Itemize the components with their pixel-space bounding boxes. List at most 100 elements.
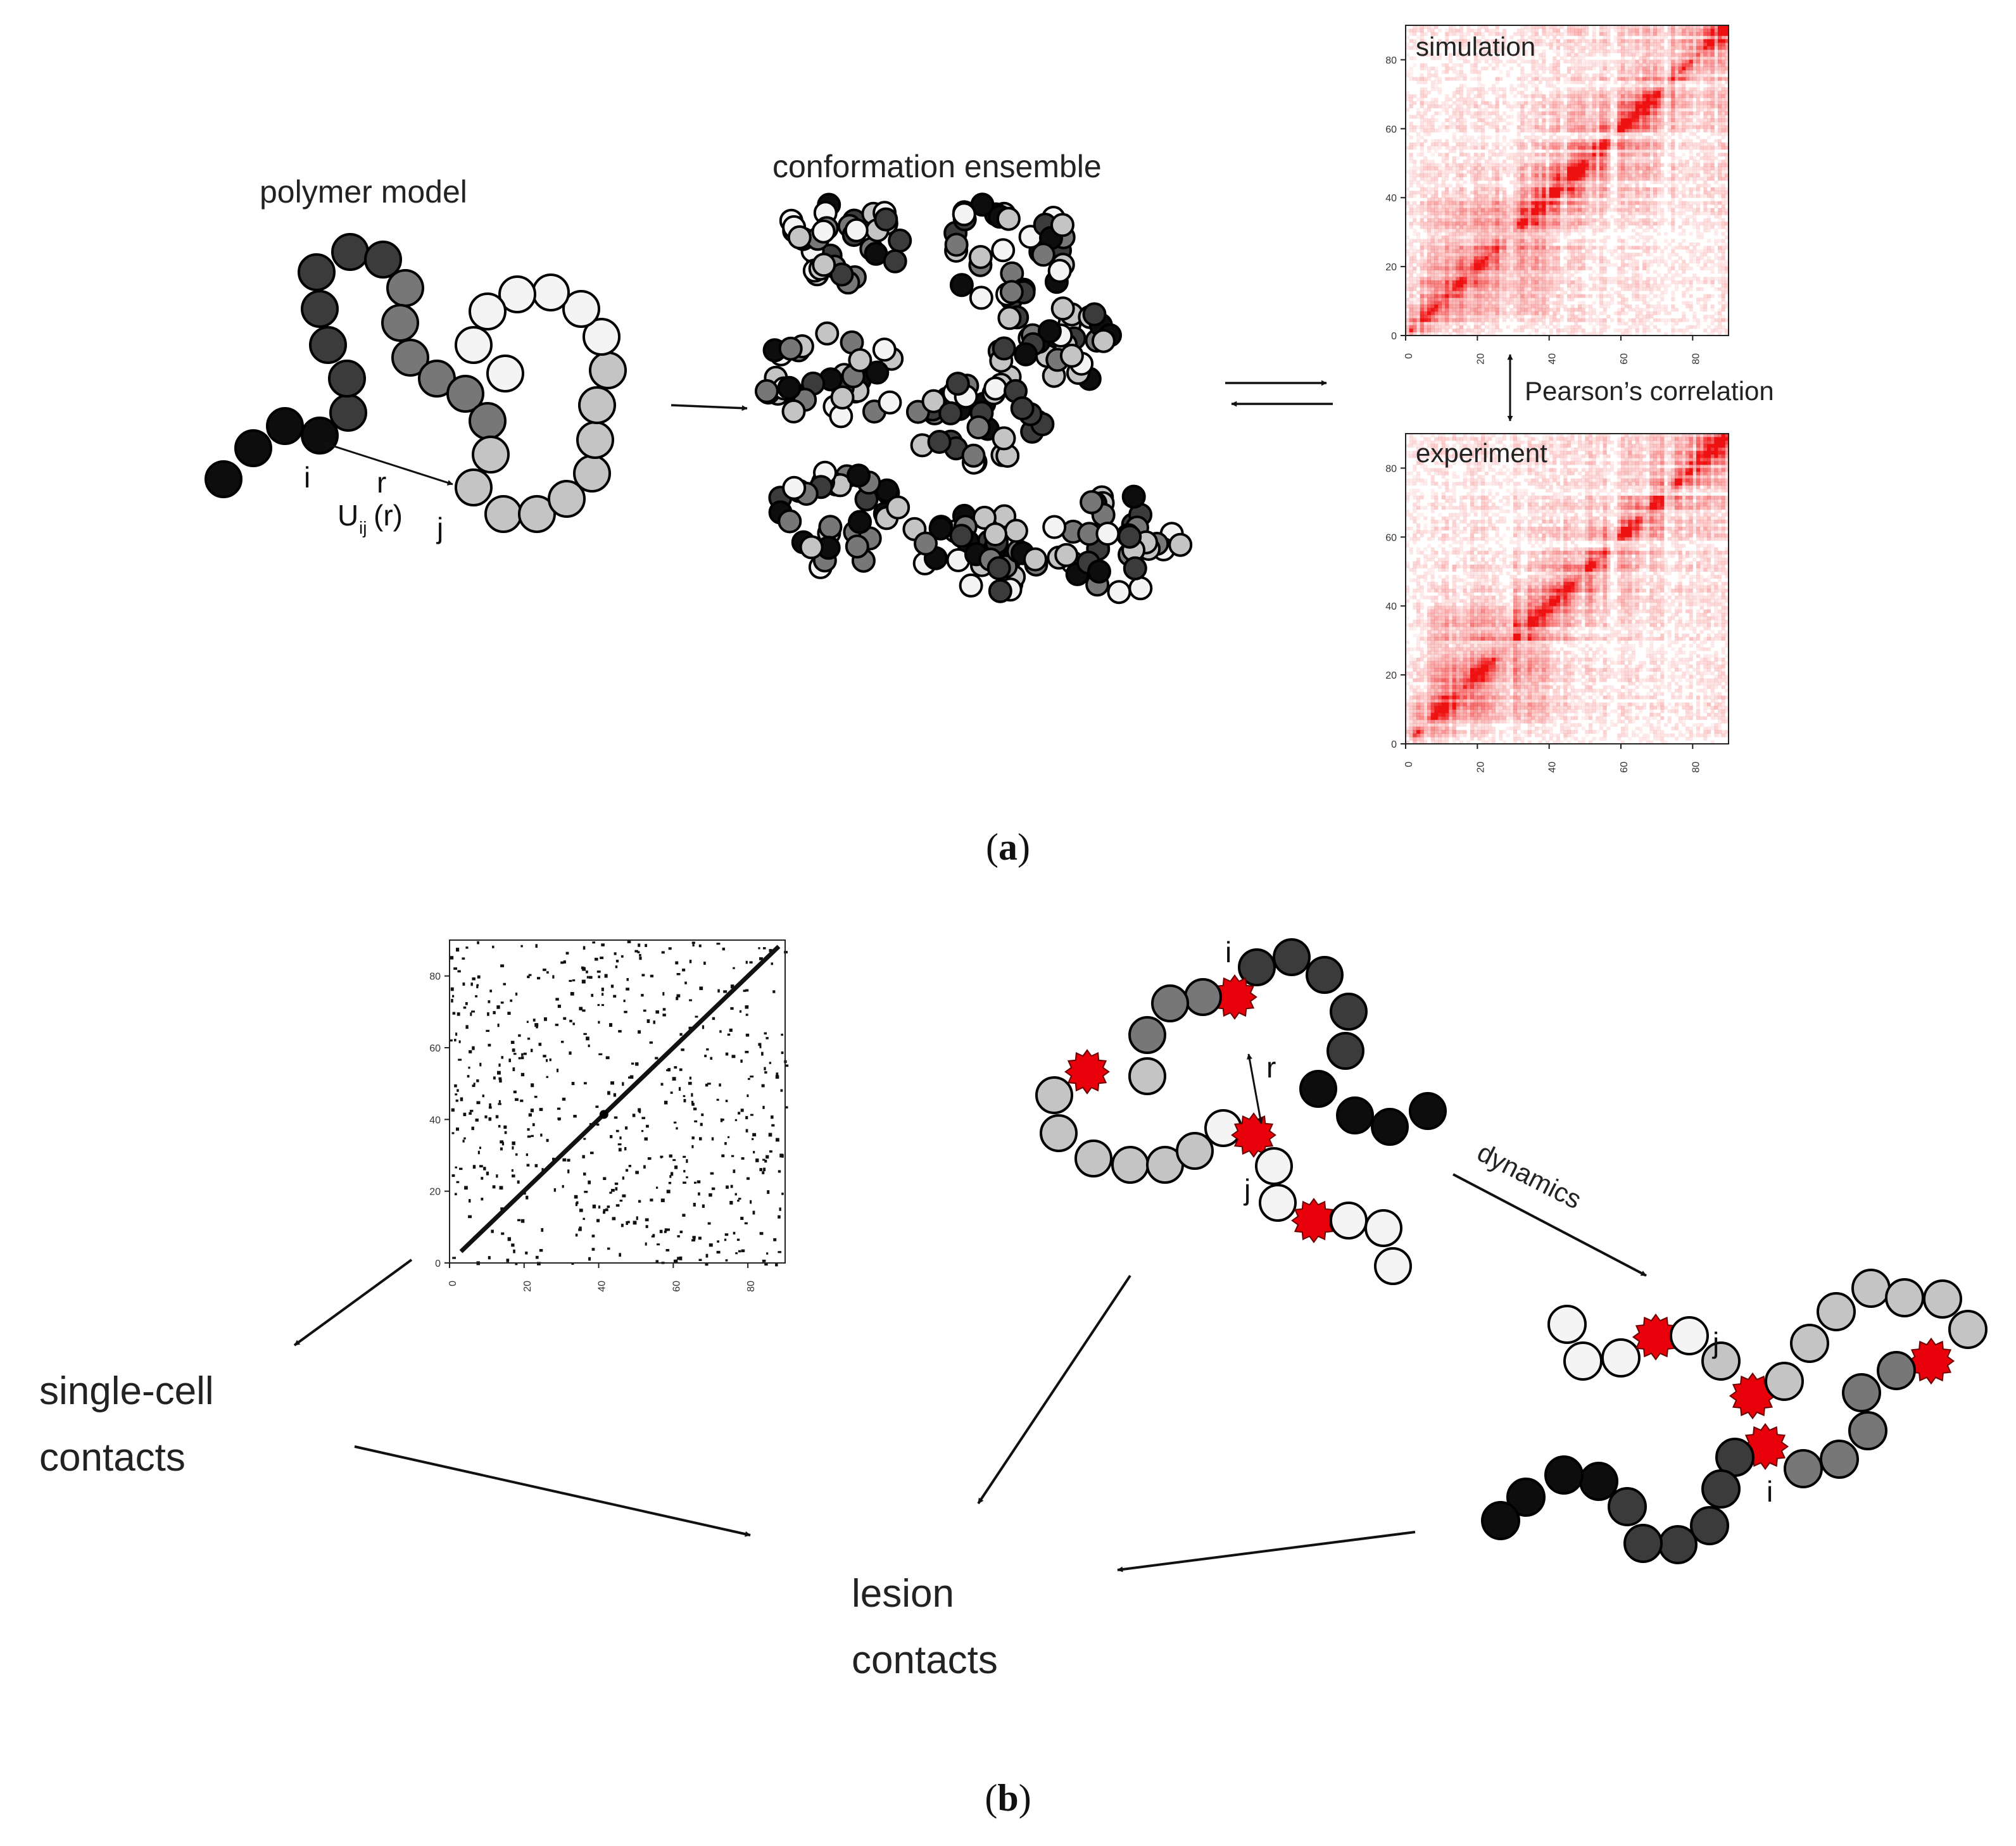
heatmap-cell xyxy=(1524,211,1528,215)
heatmap-cell xyxy=(1592,111,1596,115)
ensemble-bead xyxy=(991,238,1016,263)
heatmap-cell xyxy=(1603,284,1607,288)
heatmap-cell xyxy=(1546,191,1550,195)
heatmap-cell xyxy=(1524,104,1528,109)
heatmap-cell xyxy=(1578,318,1582,322)
heatmap-cell xyxy=(1495,318,1499,322)
heatmap-cell xyxy=(1413,28,1417,33)
heatmap-cell xyxy=(1538,301,1542,305)
heatmap-cell xyxy=(1441,332,1446,336)
heatmap-cell xyxy=(1527,204,1532,208)
heatmap-cell xyxy=(1524,166,1528,171)
heatmap-cell xyxy=(1639,318,1643,322)
heatmap-cell xyxy=(1621,129,1625,133)
heatmap-cell xyxy=(1553,301,1557,305)
heatmap-cell xyxy=(1613,142,1618,146)
heatmap-cell xyxy=(1531,80,1535,84)
heatmap-cell xyxy=(1456,318,1460,322)
heatmap-cell xyxy=(1581,135,1585,140)
heatmap-cell xyxy=(1596,246,1600,250)
heatmap-cell xyxy=(1624,163,1629,167)
heatmap-cell xyxy=(1452,232,1456,236)
heatmap-cell xyxy=(1449,222,1453,226)
heatmap-cell xyxy=(1578,253,1582,257)
heatmap-cell xyxy=(1456,70,1460,74)
heatmap-cell xyxy=(1581,49,1585,53)
heatmap-cell xyxy=(1527,80,1532,84)
ensemble-bead xyxy=(969,286,993,310)
heatmap-cell xyxy=(1459,28,1464,33)
heatmap-cell xyxy=(1596,229,1600,233)
heatmap-cell xyxy=(1463,215,1467,219)
heatmap-cell xyxy=(1599,225,1604,229)
heatmap-cell xyxy=(1559,294,1564,298)
heatmap-cell xyxy=(1628,97,1632,102)
heatmap-cell xyxy=(1589,66,1593,71)
heatmap-cell xyxy=(1624,139,1629,143)
heatmap-cell xyxy=(1484,287,1489,291)
heatmap-cell xyxy=(1434,104,1439,109)
heatmap-cell xyxy=(1621,66,1625,71)
ensemble-bead xyxy=(970,192,995,217)
heatmap-cell xyxy=(1434,166,1439,171)
heatmap-cell xyxy=(1592,46,1596,50)
heatmap-cell xyxy=(1610,115,1615,119)
heatmap-cell xyxy=(1492,242,1496,246)
heatmap-cell xyxy=(1546,149,1550,153)
heatmap-cell xyxy=(1406,108,1410,112)
heatmap-cell xyxy=(1506,73,1510,78)
heatmap-cell xyxy=(1409,194,1413,198)
heatmap-cell xyxy=(1413,260,1417,264)
heatmap-cell xyxy=(1531,218,1535,222)
heatmap-cell xyxy=(1452,263,1456,267)
heatmap-cell xyxy=(1477,125,1482,129)
heatmap-cell xyxy=(1574,108,1578,112)
heatmap-cell xyxy=(1613,218,1618,222)
heatmap-cell xyxy=(1520,180,1525,184)
heatmap-cell xyxy=(1570,94,1575,98)
heatmap-cell xyxy=(1585,204,1589,208)
heatmap-cell xyxy=(1570,239,1575,243)
heatmap-cell xyxy=(1556,208,1561,212)
ensemble-bead xyxy=(966,415,991,440)
ensemble-bead xyxy=(818,515,843,539)
heatmap-cell xyxy=(1642,135,1647,140)
heatmap-cell xyxy=(1473,249,1478,253)
heatmap-cell xyxy=(1546,28,1550,33)
var-r-label: r xyxy=(377,466,386,499)
heatmap-cell xyxy=(1456,122,1460,126)
heatmap-cell xyxy=(1610,97,1615,102)
heatmap-cell xyxy=(1527,239,1532,243)
heatmap-cell xyxy=(1459,253,1464,257)
heatmap-cell xyxy=(1466,208,1471,212)
heatmap-cell xyxy=(1423,180,1428,184)
heatmap-cell xyxy=(1470,173,1475,177)
heatmap-cell xyxy=(1409,280,1413,284)
heatmap-cell xyxy=(1553,139,1557,143)
heatmap-cell xyxy=(1624,280,1629,284)
heatmap-cell xyxy=(1449,301,1453,305)
heatmap-cell xyxy=(1585,166,1589,171)
heatmap-cell xyxy=(1592,287,1596,291)
heatmap-cell xyxy=(1477,42,1482,47)
heatmap-cell xyxy=(1527,235,1532,239)
heatmap-cell xyxy=(1516,315,1521,319)
heatmap-cell xyxy=(1466,25,1471,29)
heatmap-cell xyxy=(1563,149,1568,153)
heatmap-cell xyxy=(1549,229,1553,233)
heatmap-cell xyxy=(1413,270,1417,274)
heatmap-cell xyxy=(1589,115,1593,119)
heatmap-cell xyxy=(1567,246,1572,250)
heatmap-cell xyxy=(1488,280,1492,284)
heatmap-cell xyxy=(1635,322,1639,326)
heatmap-cell xyxy=(1416,263,1421,267)
heatmap-cell xyxy=(1477,267,1482,270)
heatmap-cell xyxy=(1574,260,1578,264)
heatmap-cell xyxy=(1445,298,1449,301)
heatmap-cell xyxy=(1610,132,1615,136)
polymer-bead xyxy=(486,355,524,392)
heatmap-cell xyxy=(1563,135,1568,140)
heatmap-cell xyxy=(1635,287,1639,291)
heatmap-cell xyxy=(1516,235,1521,239)
heatmap-cell xyxy=(1470,104,1475,109)
